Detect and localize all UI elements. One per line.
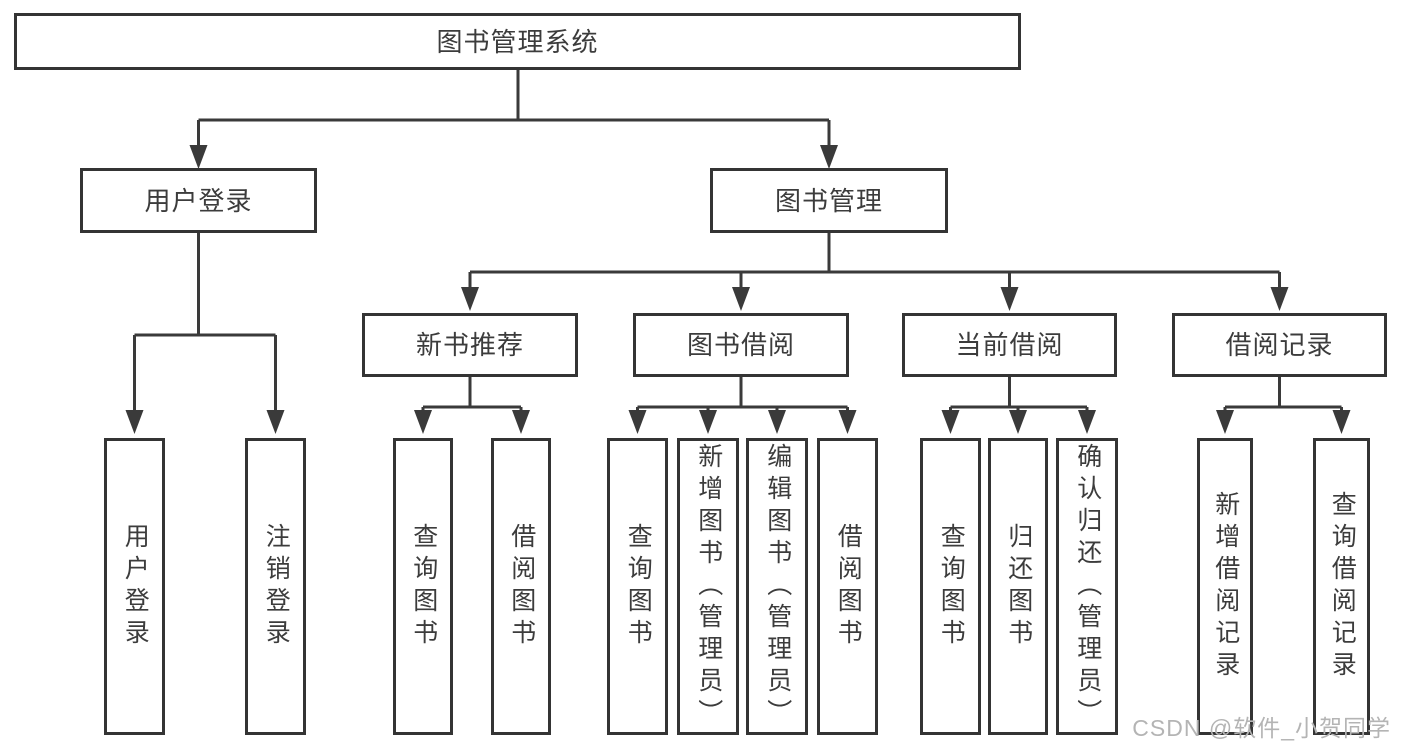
leaf-query-books-current: 查询图书 (920, 438, 981, 735)
edges-borrowing-records (1216, 377, 1351, 434)
leaf-edit-book-admin-label: 编辑图书（管理员） (763, 442, 792, 731)
leaf-query-borrow-record-label: 查询借阅记录 (1328, 490, 1357, 683)
node-borrowing-records-label: 借阅记录 (1225, 330, 1334, 360)
node-book-borrowing-label: 图书借阅 (686, 330, 795, 360)
arrowhead (125, 410, 144, 434)
arrowhead (1078, 410, 1096, 434)
leaf-confirm-return-admin-label: 确认归还（管理员） (1073, 442, 1102, 731)
arrowhead (189, 145, 208, 169)
node-current-borrowing: 当前借阅 (902, 313, 1117, 377)
arrowhead (1000, 287, 1019, 311)
arrowhead (768, 410, 786, 434)
watermark: CSDN @软件_小贺同学 (1132, 715, 1391, 741)
leaf-add-book-admin-label: 新增图书（管理员） (694, 442, 723, 731)
arrowhead (1216, 410, 1234, 434)
node-book-borrowing: 图书借阅 (633, 313, 849, 377)
arrowhead (1009, 410, 1027, 434)
edges-book-management (461, 233, 1289, 311)
node-book-management: 图书管理 (710, 168, 948, 233)
edge-lines (949, 377, 1089, 411)
leaf-query-books-borrowing-label: 查询图书 (624, 522, 653, 651)
arrowhead (461, 287, 479, 311)
leaf-query-books-recommend: 查询图书 (393, 438, 453, 735)
leaf-return-books: 归还图书 (988, 438, 1048, 735)
node-user-login: 用户登录 (80, 168, 317, 233)
node-new-book-recommend-label: 新书推荐 (415, 330, 524, 360)
node-current-borrowing-label: 当前借阅 (955, 330, 1064, 360)
arrowhead (628, 410, 647, 434)
node-root: 图书管理系统 (14, 13, 1021, 70)
edge-lines (1223, 377, 1343, 411)
edges-current-borrowing (941, 377, 1096, 434)
arrowhead (266, 410, 285, 434)
edges-book-borrowing (628, 377, 857, 434)
leaf-add-borrow-record: 新增借阅记录 (1197, 438, 1253, 735)
leaf-logout: 注销登录 (245, 438, 306, 735)
arrowhead (699, 410, 717, 434)
leaf-add-borrow-record-label: 新增借阅记录 (1211, 490, 1240, 683)
node-borrowing-records: 借阅记录 (1172, 313, 1387, 377)
node-root-label: 图书管理系统 (436, 26, 599, 57)
edge-lines (197, 70, 831, 146)
arrowhead (512, 410, 530, 434)
leaf-borrow-books-recommend: 借阅图书 (491, 438, 551, 735)
leaf-query-books-borrowing: 查询图书 (607, 438, 668, 735)
leaf-add-book-admin: 新增图书（管理员） (677, 438, 739, 735)
leaf-borrow-books-recommend-label: 借阅图书 (507, 522, 536, 651)
arrowhead (1332, 410, 1351, 434)
edge-lines (421, 377, 523, 411)
leaf-query-books-current-label: 查询图书 (937, 522, 966, 651)
leaf-user-login: 用户登录 (104, 438, 165, 735)
edge-lines (133, 233, 277, 411)
leaf-user-login-label: 用户登录 (121, 522, 150, 651)
arrowhead (941, 410, 960, 434)
edges-new-book-recommend (414, 377, 530, 434)
arrowhead (838, 410, 857, 434)
leaf-logout-label: 注销登录 (262, 522, 291, 651)
node-user-login-label: 用户登录 (144, 185, 253, 216)
leaf-return-books-label: 归还图书 (1004, 522, 1033, 651)
node-book-management-label: 图书管理 (774, 185, 883, 216)
leaf-borrow-books-borrowing: 借阅图书 (817, 438, 878, 735)
leaf-edit-book-admin: 编辑图书（管理员） (746, 438, 808, 735)
edges-user-login (125, 233, 285, 434)
leaf-query-borrow-record: 查询借阅记录 (1313, 438, 1370, 735)
edges-root-to-level2 (189, 70, 838, 169)
arrowhead (820, 145, 838, 169)
leaf-borrow-books-borrowing-label: 借阅图书 (834, 522, 863, 651)
arrowhead (732, 287, 750, 311)
leaf-confirm-return-admin: 确认归还（管理员） (1056, 438, 1118, 735)
node-new-book-recommend: 新书推荐 (362, 313, 578, 377)
edge-lines (468, 233, 1281, 288)
edge-lines (636, 377, 849, 411)
arrowhead (1270, 287, 1289, 311)
leaf-query-books-recommend-label: 查询图书 (409, 522, 438, 651)
arrowhead (414, 410, 432, 434)
